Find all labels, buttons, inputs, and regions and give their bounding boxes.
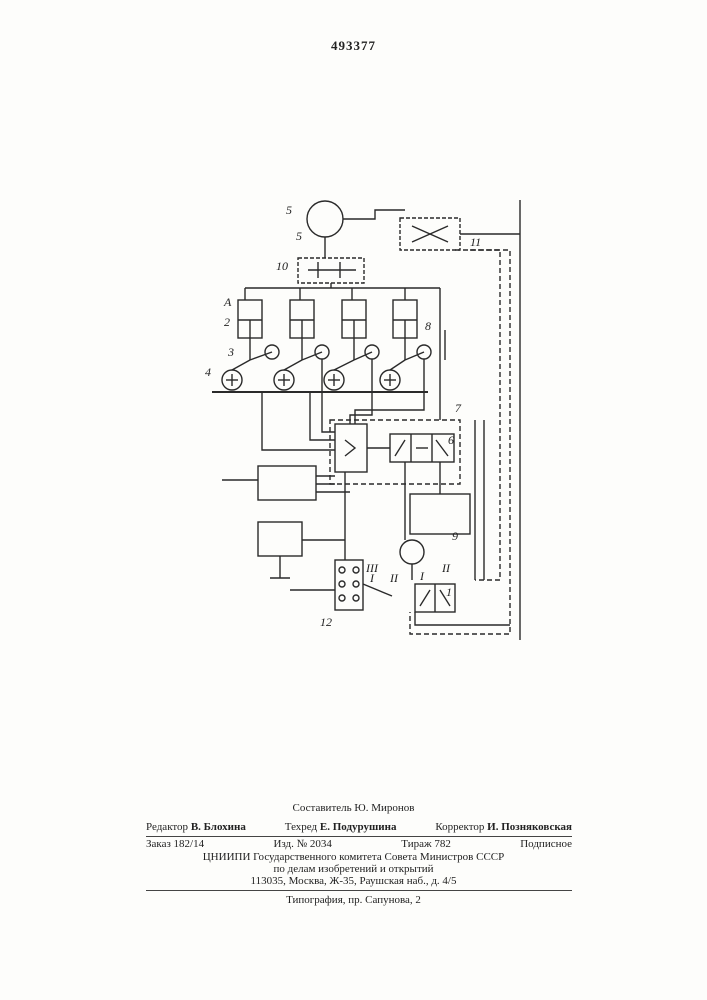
block-9 [410,494,470,534]
divider-top [146,836,572,837]
label-6: 6 [448,433,454,447]
label-8: 8 [425,319,431,333]
label-2: 2 [224,315,230,329]
label-4: 4 [205,365,211,379]
label-12: 12 [320,615,332,629]
label-7: 7 [455,401,462,415]
control-block [335,424,367,472]
printer-line: Типография, пр. Сапунова, 2 [0,894,707,906]
label-II-switch: II [389,571,399,585]
circulation: Тираж 782 [401,838,451,850]
label-9: 9 [452,529,458,543]
label-10: 10 [276,259,288,273]
institution-line-1: ЦНИИПИ Государственного комитета Совета … [0,851,707,863]
techred: Техред Е. Подурушина [285,821,397,833]
pump [400,540,424,564]
label-1: 1 [446,585,452,599]
editor: Редактор В. Блохина [146,821,246,833]
staff-row: Редактор В. Блохина Техред Е. Подурушина… [146,821,572,833]
input-block [258,466,316,500]
element-5-circle [307,201,343,237]
label-5b: 5 [296,229,302,243]
institution-line-3: 113035, Москва, Ж-35, Раушская наб., д. … [0,875,707,887]
label-11: 11 [470,235,481,249]
label-3: 3 [227,345,234,359]
label-A: A [223,295,232,309]
edition-number: Изд. № 2034 [273,838,331,850]
subscription: Подписное [520,838,572,850]
label-I-right: I [419,569,425,583]
label-II-right: II [441,561,451,575]
label-5a: 5 [286,203,292,217]
power-block [258,522,302,556]
patent-schematic-diagram: 5 5 10 A 2 3 4 8 7 6 9 12 1 11 I II III … [0,0,707,800]
corrector: Корректор И. Позняковская [435,821,572,833]
divider-bottom [146,890,572,891]
order-row: Заказ 182/14 Изд. № 2034 Тираж 782 Подпи… [146,838,572,850]
order-number: Заказ 182/14 [146,838,204,850]
compiler-line: Составитель Ю. Миронов [0,802,707,814]
institution-line-2: по делам изобретений и открытий [0,863,707,875]
